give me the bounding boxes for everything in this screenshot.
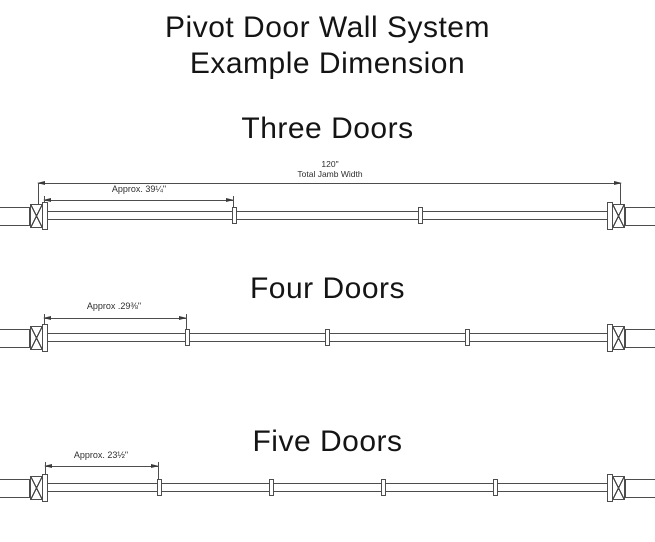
panel-joint (464, 329, 470, 346)
dim-extension-line (44, 196, 45, 207)
panel-joint (269, 479, 275, 496)
four-doors-plan-drawing (0, 324, 655, 352)
leaf-width-dim-line (44, 464, 159, 468)
panel-joint (492, 479, 498, 496)
leaf-width-dim-line (43, 316, 187, 320)
dim-extension-line (158, 462, 159, 483)
wall-stub-right (625, 479, 655, 498)
wall-stub-left (0, 329, 30, 348)
three-doors-plan-drawing (0, 202, 655, 230)
dim-extension-line (620, 183, 621, 205)
dim-arrow-left-icon (43, 316, 51, 320)
dim-extension-line (44, 314, 45, 326)
dim-arrow-right-icon (151, 464, 159, 468)
dim-arrow-left-icon (44, 464, 52, 468)
panel-joint (157, 479, 163, 496)
dim-extension-line (38, 183, 39, 205)
door-panels (48, 211, 607, 220)
wall-stub-right (625, 207, 655, 226)
dim-arrow-right-icon (614, 181, 622, 185)
five-doors-plan-drawing (0, 474, 655, 502)
panel-joint (418, 207, 424, 224)
section-heading-three-doors: Three Doors (241, 112, 414, 145)
dim-arrow-left-icon (43, 198, 51, 202)
jamb-bracket-left (42, 474, 48, 502)
leaf-width-dim-line (43, 198, 234, 202)
page-title-line-1: Pivot Door Wall System (165, 11, 490, 44)
wall-stub-right (625, 329, 655, 348)
panel-joint (231, 207, 237, 224)
total-jamb-width-dim-line (37, 181, 622, 185)
door-panels (48, 483, 607, 492)
total-jamb-width-value: 120" (321, 159, 339, 169)
jamb-bracket-left (42, 324, 48, 352)
dim-extension-line (233, 196, 234, 209)
jamb-post-right-icon (612, 476, 625, 500)
section-heading-four-doors: Four Doors (249, 272, 406, 305)
leaf-width-label-four-doors: Approx .29⅜" (86, 301, 142, 311)
dim-arrow-left-icon (37, 181, 45, 185)
total-jamb-width-label: Total Jamb Width (297, 169, 363, 179)
wall-stub-left (0, 479, 30, 498)
jamb-post-right-icon (612, 204, 625, 228)
leaf-width-label-three-doors: Approx. 39¼" (111, 184, 167, 194)
jamb-post-right-icon (612, 326, 625, 350)
page-title: Pivot Door Wall System Example Dimension (0, 10, 655, 82)
jamb-bracket-left (42, 202, 48, 230)
dim-arrow-right-icon (179, 316, 187, 320)
panel-joint (325, 329, 330, 346)
wall-stub-left (0, 207, 30, 226)
leaf-width-label-five-doors: Approx. 23½" (73, 450, 129, 460)
dim-arrow-right-icon (226, 198, 234, 202)
panel-joint (185, 329, 191, 346)
dim-extension-line (186, 314, 187, 333)
page-title-line-2: Example Dimension (189, 47, 466, 80)
dim-extension-line (45, 462, 46, 475)
section-heading-five-doors: Five Doors (252, 425, 403, 458)
panel-joint (380, 479, 386, 496)
